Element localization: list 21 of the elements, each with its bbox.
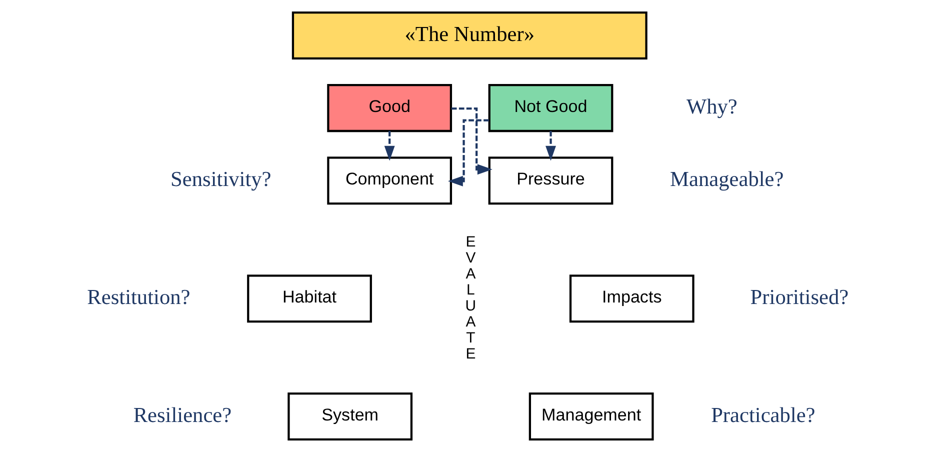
node-label: Practicable? [710, 402, 815, 427]
node-label: Manageable? [670, 166, 784, 191]
label: E V A L U A T E [464, 233, 476, 363]
node-box: Habitat [246, 274, 372, 323]
node-label: Resilience? [132, 402, 232, 427]
node-label: Prioritised? [750, 284, 848, 309]
node-box: System [287, 392, 412, 441]
node-box: Component [326, 156, 452, 205]
node-label: Sensitivity? [170, 166, 271, 191]
node-box: Impacts [568, 274, 694, 323]
node-box: «The Number» [291, 11, 647, 60]
node-box: Management [528, 392, 654, 441]
node-box: Good [326, 84, 452, 132]
arrow [447, 119, 488, 186]
arrow [450, 108, 492, 175]
arrow [545, 131, 556, 161]
node-label: Why? [686, 94, 737, 118]
node-box: Not Good [488, 84, 613, 132]
node-label: Restitution? [86, 284, 190, 309]
node-box: Pressure [488, 156, 613, 205]
arrow [384, 131, 394, 161]
